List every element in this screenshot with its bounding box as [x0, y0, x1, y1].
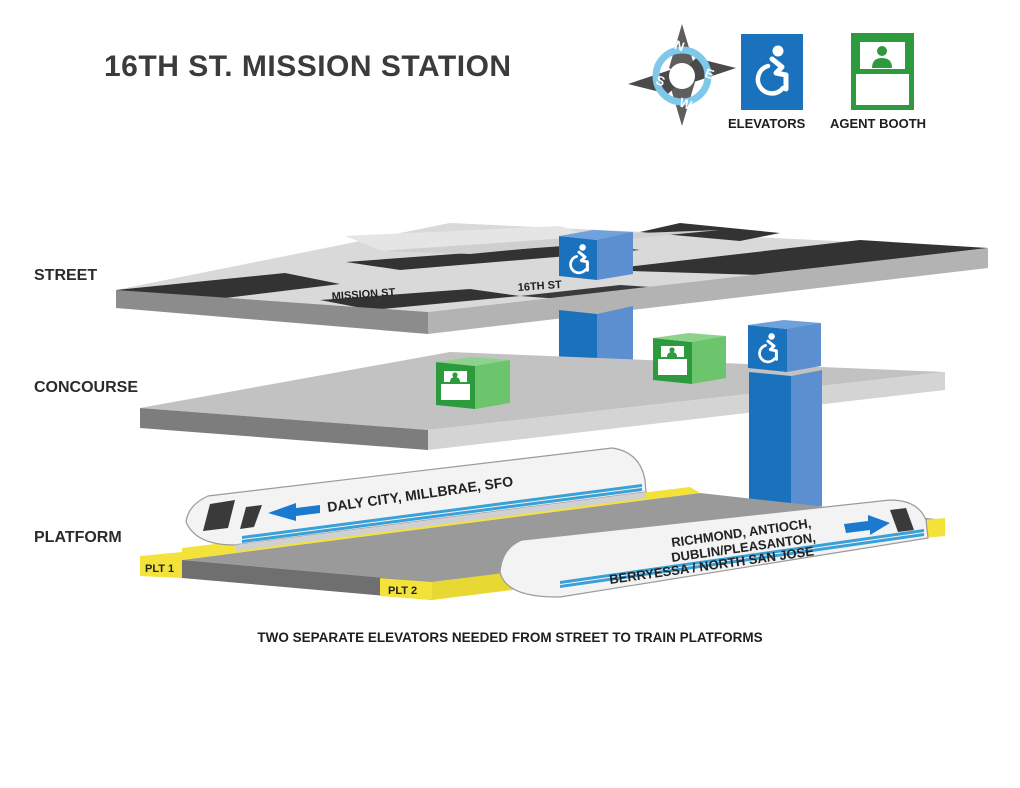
page-title: 16TH ST. MISSION STATION [104, 50, 512, 83]
concourse-level [140, 352, 945, 450]
level-label-concourse: CONCOURSE [34, 379, 139, 396]
footnote: TWO SEPARATE ELEVATORS NEEDED FROM STREE… [257, 630, 763, 645]
legend-elevators-label: ELEVATORS [728, 116, 806, 131]
street-level: MISSION ST 16TH ST [116, 223, 988, 334]
arrow-left-icon [268, 503, 320, 521]
level-label-street: STREET [34, 267, 98, 284]
compass-icon: N E S W [628, 24, 736, 126]
street-label-mission: MISSION ST [331, 287, 396, 303]
platform-label-plt1: PLT 1 [145, 563, 174, 575]
elevator-shaft-concourse-platform [749, 370, 822, 512]
eastbound-train: RICHMOND, ANTIOCH, DUBLIN/PLEASANTON, BE… [499, 499, 929, 598]
concourse-elevator-icon [748, 320, 821, 372]
street-block [640, 223, 780, 241]
level-label-platform: PLATFORM [34, 529, 122, 546]
agent-booth-east-icon [653, 333, 726, 384]
street-block [320, 289, 520, 310]
street-elevator-icon [559, 230, 633, 280]
westbound-train: DALY CITY, MILLBRAE, SFO [185, 447, 647, 551]
legend-elevator-icon [741, 34, 803, 110]
street-block [600, 240, 988, 275]
legend-agent-booth-icon [851, 33, 914, 110]
street-label-16th: 16TH ST [517, 279, 562, 294]
agent-booth-west-icon [436, 357, 510, 409]
arrow-right-icon [844, 515, 890, 535]
platform-label-plt2: PLT 2 [388, 585, 417, 597]
compass-w: W [677, 95, 694, 114]
legend-agent-booth-label: AGENT BOOTH [830, 116, 927, 131]
